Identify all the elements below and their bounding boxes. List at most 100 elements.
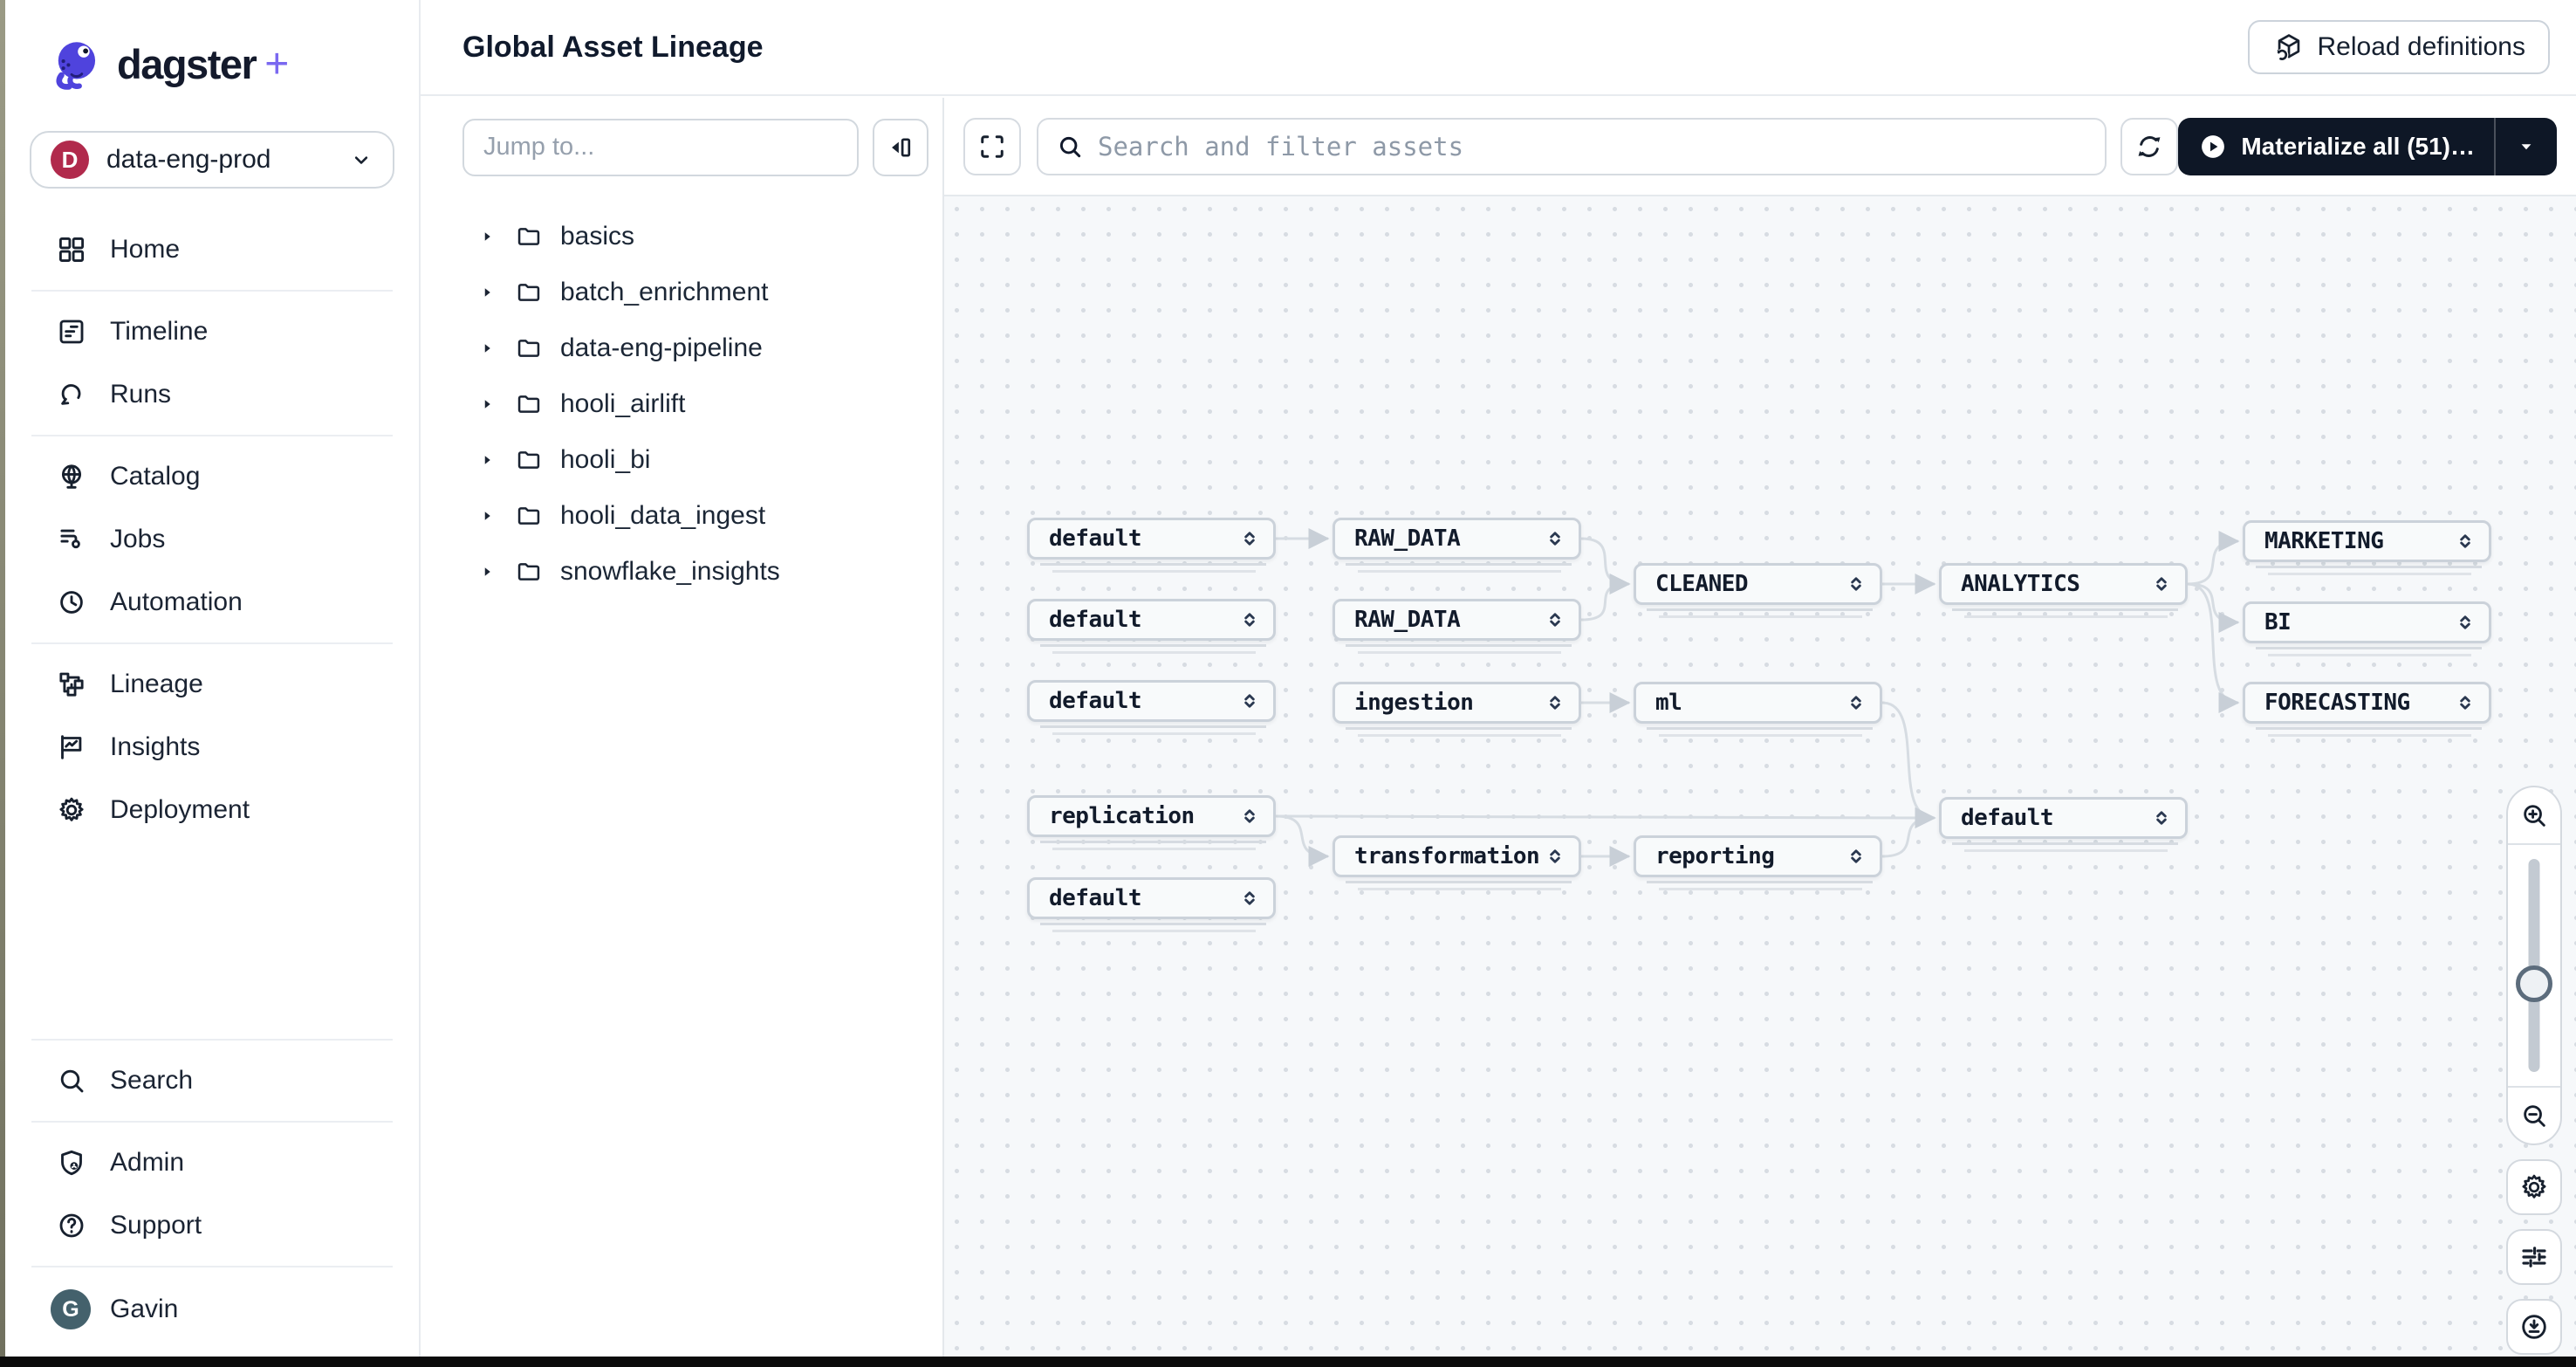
sidebar-item-search[interactable]: Search xyxy=(5,1049,419,1112)
asset-group-node-raw-data-1[interactable]: RAW_DATA xyxy=(1333,518,1581,573)
tree-item-snowflake_insights[interactable]: snowflake_insights xyxy=(421,544,942,600)
sidebar-item-support[interactable]: Support xyxy=(5,1194,419,1257)
sidebar-item-label: Deployment xyxy=(110,795,250,824)
graph-settings-button[interactable] xyxy=(2506,1159,2562,1215)
asset-group-node-bi[interactable]: BI xyxy=(2243,601,2491,656)
sidebar-item-label: Support xyxy=(110,1211,202,1240)
asset-group-label: transformation xyxy=(1354,843,1540,869)
caret-right-icon xyxy=(484,400,490,409)
zoom-out-button[interactable] xyxy=(2508,1086,2560,1144)
tree-item-hooli_airlift[interactable]: hooli_airlift xyxy=(421,376,942,432)
expand-group-icon[interactable] xyxy=(1238,885,1261,911)
dagster-logo-icon xyxy=(56,42,96,90)
tree-item-hooli_bi[interactable]: hooli_bi xyxy=(421,432,942,488)
sidebar-item-admin[interactable]: Admin xyxy=(5,1131,419,1194)
sidebar-item-jobs[interactable]: Jobs xyxy=(5,508,419,571)
refresh-button[interactable] xyxy=(2120,117,2179,175)
zoom-in-button[interactable] xyxy=(2508,787,2560,845)
sidebar-item-deployment[interactable]: Deployment xyxy=(5,779,419,841)
zoom-slider-thumb[interactable] xyxy=(2516,965,2552,1002)
reload-cube-icon xyxy=(2275,34,2299,61)
zoom-slider[interactable] xyxy=(2508,845,2560,1086)
org-switcher[interactable]: D data-eng-prod xyxy=(30,131,394,189)
expand-group-icon[interactable] xyxy=(2150,805,2173,831)
collapse-panel-button[interactable] xyxy=(873,118,928,176)
catalog-icon xyxy=(61,464,82,489)
expand-group-icon[interactable] xyxy=(1238,803,1261,829)
expand-group-icon[interactable] xyxy=(1544,843,1566,869)
sidebar-item-runs[interactable]: Runs xyxy=(5,363,419,426)
expand-group-icon[interactable] xyxy=(1544,526,1566,552)
lineage-edge-analytics-to-bi xyxy=(2187,582,2240,633)
asset-tree-panel: basicsbatch_enrichmentdata-eng-pipelineh… xyxy=(421,98,944,1357)
expand-group-icon[interactable] xyxy=(1238,688,1261,714)
reload-definitions-button[interactable]: Reload definitions xyxy=(2247,20,2550,74)
sidebar-divider xyxy=(31,1266,393,1267)
zoom-in-icon xyxy=(2524,805,2545,827)
asset-group-node-default-4[interactable]: default xyxy=(1027,877,1276,932)
asset-group-node-default-3[interactable]: default xyxy=(1027,680,1276,735)
sidebar-item-lineage[interactable]: Lineage xyxy=(5,653,419,716)
expand-group-icon[interactable] xyxy=(1238,607,1261,633)
expand-group-icon[interactable] xyxy=(2454,609,2477,635)
asset-search-input[interactable] xyxy=(1098,131,2088,161)
asset-group-node-default-1[interactable]: default xyxy=(1027,518,1276,573)
expand-group-icon[interactable] xyxy=(1845,571,1867,597)
expand-group-icon[interactable] xyxy=(1845,843,1867,869)
stacked-assets-line xyxy=(1040,841,1266,843)
stacked-assets-line xyxy=(1346,644,1572,647)
asset-group-node-cleaned[interactable]: CLEANED xyxy=(1634,563,1882,618)
expand-group-icon[interactable] xyxy=(1544,607,1566,633)
stacked-assets-line xyxy=(1040,563,1266,566)
expand-group-icon[interactable] xyxy=(2454,528,2477,554)
stacked-assets-line xyxy=(1346,881,1572,883)
materialize-options-button[interactable] xyxy=(2494,117,2557,175)
tree-item-hooli_data_ingest[interactable]: hooli_data_ingest xyxy=(421,488,942,544)
play-circle-icon xyxy=(2202,134,2225,158)
sidebar-item-home[interactable]: Home xyxy=(5,218,419,281)
asset-group-node-forecasting[interactable]: FORECASTING xyxy=(2243,682,2491,737)
asset-group-node-ingestion[interactable]: ingestion xyxy=(1333,682,1581,737)
asset-group-node-reporting[interactable]: reporting xyxy=(1634,835,1882,890)
expand-group-icon[interactable] xyxy=(1544,690,1566,716)
asset-group-node-replication[interactable]: replication xyxy=(1027,795,1276,850)
sidebar-item-catalog[interactable]: Catalog xyxy=(5,445,419,508)
stacked-assets-line xyxy=(1659,888,1862,890)
stacked-assets-line xyxy=(1052,848,1256,850)
caret-down-icon xyxy=(2521,143,2531,149)
stacked-assets-line xyxy=(1358,651,1561,654)
download-graph-button[interactable] xyxy=(2506,1299,2562,1355)
asset-group-node-analytics[interactable]: ANALYTICS xyxy=(1939,563,2188,618)
sidebar-item-automation[interactable]: Automation xyxy=(5,571,419,634)
expand-group-icon[interactable] xyxy=(1845,690,1867,716)
folder-icon xyxy=(517,507,540,525)
expand-group-icon[interactable] xyxy=(1238,526,1261,552)
tree-item-label: hooli_bi xyxy=(560,445,651,474)
tree-item-batch_enrichment[interactable]: batch_enrichment xyxy=(421,264,942,320)
expand-group-icon[interactable] xyxy=(2454,690,2477,716)
gear-icon xyxy=(59,797,84,821)
caret-right-icon xyxy=(484,288,490,297)
asset-group-node-default-2[interactable]: default xyxy=(1027,599,1276,654)
download-icon xyxy=(2522,1315,2546,1339)
asset-group-node-marketing[interactable]: MARKETING xyxy=(2243,520,2491,575)
graph-filters-button[interactable] xyxy=(2506,1229,2562,1285)
expand-group-icon[interactable] xyxy=(2150,571,2173,597)
sidebar-item-insights[interactable]: Insights xyxy=(5,716,419,779)
sidebar-divider xyxy=(31,1121,393,1123)
asset-group-node-raw-data-2[interactable]: RAW_DATA xyxy=(1333,599,1581,654)
stacked-assets-line xyxy=(2256,566,2482,568)
fit-view-button[interactable] xyxy=(963,117,1021,175)
logo: dagster + xyxy=(5,0,419,94)
asset-group-node-transformation[interactable]: transformation xyxy=(1333,835,1581,890)
materialize-all-main[interactable]: Materialize all (51)… xyxy=(2178,118,2494,175)
sidebar-item-timeline[interactable]: Timeline xyxy=(5,300,419,363)
jump-to-input[interactable] xyxy=(462,118,859,176)
asset-group-node-ml[interactable]: ml xyxy=(1634,682,1882,737)
tree-item-basics[interactable]: basics xyxy=(421,209,942,264)
asset-group-node-default-right[interactable]: default xyxy=(1939,797,2188,852)
tree-item-data-eng-pipeline[interactable]: data-eng-pipeline xyxy=(421,320,942,376)
